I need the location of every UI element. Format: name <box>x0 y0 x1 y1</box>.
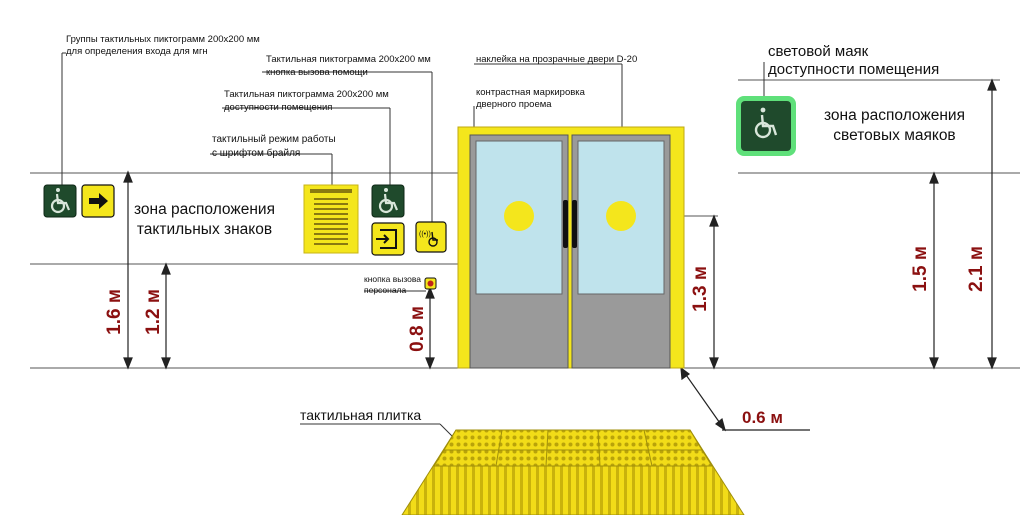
light-beacon <box>736 96 796 156</box>
dimension-2-1: 2.1 м <box>966 246 987 292</box>
help-button-pictogram: ((•)) <box>415 221 447 253</box>
wheelchair-icon <box>754 107 778 139</box>
callout-contrast-marking: контрастная маркировка дверного проема <box>476 87 585 110</box>
arrow-right-icon <box>89 193 108 209</box>
dimension-1-2: 1.2 м <box>143 289 164 335</box>
callout-tactile-tile: тактильная плитка <box>300 407 422 423</box>
room-accessibility-pictogram <box>371 184 405 218</box>
door-handle-left <box>563 200 568 248</box>
wheelchair-icon <box>378 188 399 214</box>
zone-tactile-signs: зона расположения тактильных знаков <box>134 201 275 238</box>
braille-board <box>303 184 359 254</box>
enter-icon <box>380 229 397 249</box>
dimension-0-8: 0.8 м <box>407 306 428 352</box>
dimension-0-6: 0.6 м <box>742 408 783 427</box>
dimension-arrows <box>123 78 997 432</box>
callout-staff-call-button: кнопка вызова персонала <box>364 274 422 295</box>
callout-pictogram-groups: Группы тактильных пиктограмм 200х200 мм … <box>66 34 260 57</box>
callout-light-beacon: световой маяк доступности помещения <box>768 43 940 78</box>
door-assembly <box>457 126 685 369</box>
door-handle-right <box>572 200 577 248</box>
dimension-1-5: 1.5 м <box>910 246 931 292</box>
entry-sign <box>371 222 405 256</box>
dimension-1-3: 1.3 м <box>690 266 711 312</box>
callout-accessibility-pictogram: Тактильная пиктограмма 200х200 мм доступ… <box>224 89 389 113</box>
wheelchair-icon <box>50 188 71 214</box>
contrast-sticker-left <box>504 201 534 231</box>
svg-text:((•)): ((•)) <box>419 231 431 238</box>
zone-light-beacons: зона расположения световых маяков <box>824 107 965 144</box>
dimension-1-6: 1.6 м <box>104 289 125 335</box>
callout-help-button-pictogram: Тактильная пиктограмма 200х200 мм кнопка… <box>266 54 431 78</box>
callout-door-sticker: наклейка на прозрачные двери D-20 <box>476 54 638 65</box>
callout-braille-mode: тактильный режим работы с шрифтом брайля <box>212 134 336 159</box>
tactile-tile <box>401 429 745 515</box>
contrast-sticker-right <box>606 201 636 231</box>
leader-lines <box>61 52 765 437</box>
entrance-pictogram-group <box>43 184 115 218</box>
